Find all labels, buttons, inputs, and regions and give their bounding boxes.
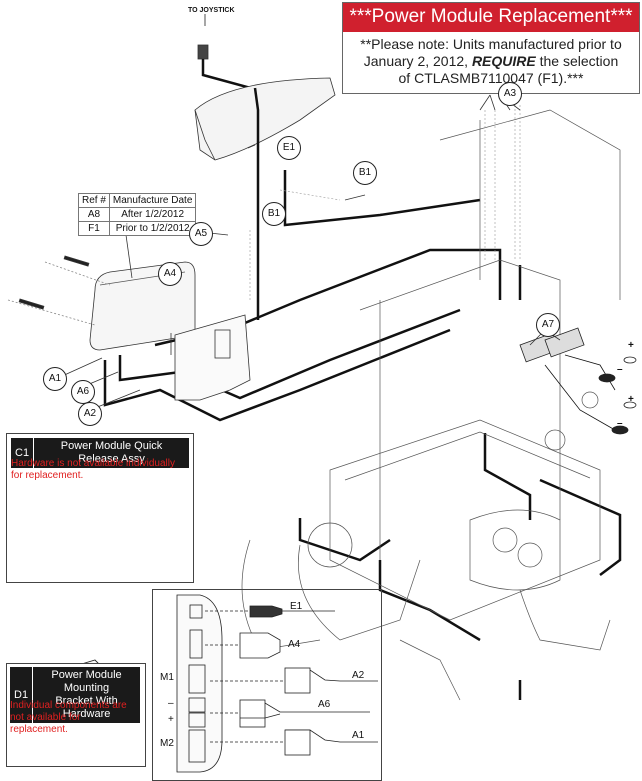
terminal-plus-2: + bbox=[628, 394, 634, 405]
inset-c1-title: Power Module Quick Release Assy bbox=[60, 440, 163, 465]
connector-detail-drawing bbox=[176, 594, 378, 773]
table-cell: After 1/2/2012 bbox=[108, 207, 197, 222]
joystick-shroud bbox=[194, 14, 336, 320]
callout-b1-upper[interactable]: B1 bbox=[353, 161, 377, 185]
cable-label-a6: A6 bbox=[318, 699, 331, 710]
terminal-plus-1: + bbox=[628, 340, 634, 351]
table-cell: A8 bbox=[78, 207, 110, 222]
notice-line-3: of CTLASMB7110047 (F1).*** bbox=[398, 70, 584, 86]
notice-require: REQUIRE bbox=[471, 53, 536, 69]
inset-d1-title-line1: Power Module Mounting bbox=[51, 669, 122, 694]
inset-c1: C1 Power Module Quick Release Assy Hardw… bbox=[6, 433, 194, 583]
notice-line-2-post: the selection bbox=[535, 53, 619, 69]
callout-a6[interactable]: A6 bbox=[71, 380, 95, 404]
callout-a7[interactable]: A7 bbox=[536, 313, 560, 337]
notice-line-1: **Please note: Units manufactured prior … bbox=[360, 36, 622, 52]
callout-a3[interactable]: A3 bbox=[498, 82, 522, 106]
terminal-minus-2: – bbox=[617, 418, 623, 429]
inset-d1-title-line2: Bracket With Hardware bbox=[55, 695, 118, 720]
callout-a1[interactable]: A1 bbox=[43, 367, 67, 391]
inset-c1-header: C1 Power Module Quick Release Assy bbox=[11, 438, 189, 468]
inset-d1-note: Individual components are not available … bbox=[10, 700, 127, 735]
inset-c1-code: C1 bbox=[11, 438, 35, 468]
reference-table: Ref # Manufacture Date A8 After 1/2/2012… bbox=[78, 193, 197, 236]
mounting-bracket bbox=[174, 314, 251, 401]
replacement-notice: ***Power Module Replacement*** **Please … bbox=[342, 2, 640, 94]
joystick-label: TO JOYSTICK bbox=[188, 7, 235, 14]
port-label-m1: M1 bbox=[160, 672, 174, 683]
base-frame bbox=[241, 109, 621, 701]
terminal-minus-1: – bbox=[617, 364, 623, 375]
table-cell: F1 bbox=[78, 221, 110, 236]
cable-label-a2: A2 bbox=[352, 670, 365, 681]
callout-a2[interactable]: A2 bbox=[78, 402, 102, 426]
port-label-m2: M2 bbox=[160, 738, 174, 749]
cable-label-a4: A4 bbox=[288, 639, 301, 650]
table-header: Ref # bbox=[78, 193, 110, 208]
table-header: Manufacture Date bbox=[108, 193, 197, 208]
notice-body: **Please note: Units manufactured prior … bbox=[343, 32, 639, 93]
connector-detail-inset bbox=[152, 589, 382, 781]
callout-e1[interactable]: E1 bbox=[277, 136, 301, 160]
table-row: A8 After 1/2/2012 bbox=[78, 207, 197, 222]
notice-title: ***Power Module Replacement*** bbox=[343, 3, 639, 32]
table-cell: Prior to 1/2/2012 bbox=[108, 221, 197, 236]
inset-d1-code: D1 bbox=[10, 667, 34, 723]
inset-c1-note: Hardware is not available individually f… bbox=[11, 458, 175, 481]
callout-a4[interactable]: A4 bbox=[158, 262, 182, 286]
cable-label-e1: E1 bbox=[290, 601, 303, 612]
assembly-guide-lines bbox=[249, 105, 521, 300]
port-label-plus: + bbox=[168, 714, 174, 725]
callout-a5[interactable]: A5 bbox=[189, 222, 213, 246]
table-header-row: Ref # Manufacture Date bbox=[78, 193, 197, 208]
port-label-minus: – bbox=[168, 698, 174, 709]
callout-b1-lower[interactable]: B1 bbox=[262, 202, 286, 226]
notice-line-2-pre: January 2, 2012, bbox=[363, 53, 472, 69]
cable-label-a1: A1 bbox=[352, 730, 365, 741]
table-row: F1 Prior to 1/2/2012 bbox=[78, 221, 197, 236]
wiring-harness bbox=[103, 170, 622, 700]
battery-connectors bbox=[519, 327, 637, 435]
